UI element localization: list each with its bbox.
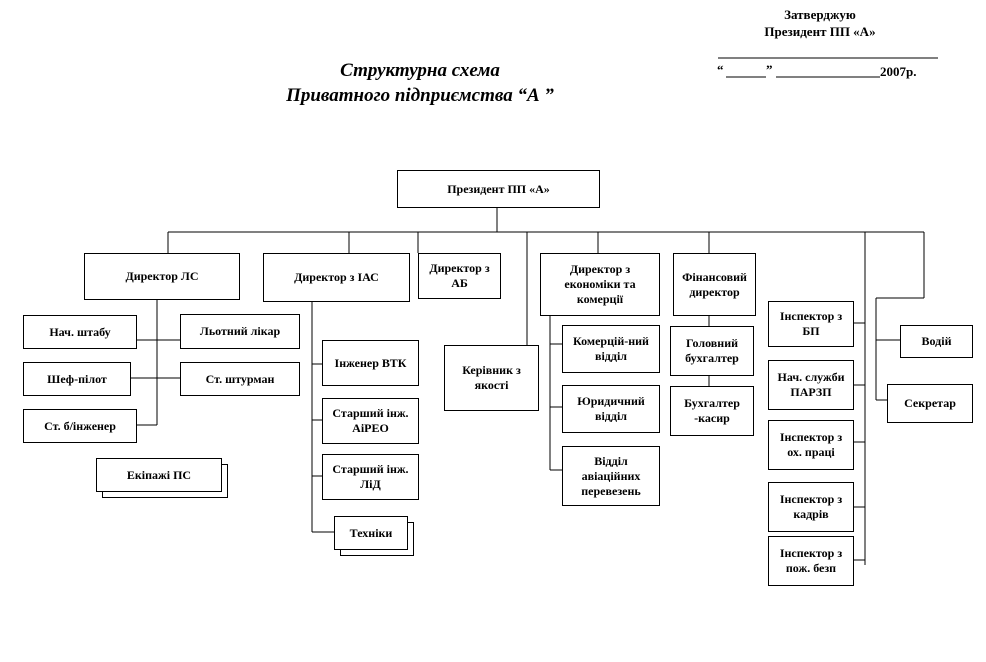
approval-line-position: Президент ПП «А» — [764, 24, 876, 39]
approval-line-approve: Затверджую — [784, 7, 856, 22]
node-dir-fin: Фінансовий директор — [673, 253, 756, 316]
node-nach-parzp: Нач. служби ПАРЗП — [768, 360, 854, 410]
node-nach-shtabu: Нач. штабу — [23, 315, 137, 349]
node-insp-bp: Інспектор з БП — [768, 301, 854, 347]
node-ekipazhi: Екіпажі ПС — [96, 458, 222, 492]
node-dir-econ: Директор з економіки та комерції — [540, 253, 660, 316]
node-insp-okh-pratsi: Інспектор з ох. праці — [768, 420, 854, 470]
node-st-inzh-lid: Старший інж. ЛіД — [322, 454, 419, 500]
node-tekhniky: Техніки — [334, 516, 408, 550]
node-bukh-kasyr: Бухгалтер -касир — [670, 386, 754, 436]
node-dir-ls: Директор ЛС — [84, 253, 240, 300]
diagram-title: Структурна схема Приватного підприємства… — [250, 58, 590, 108]
node-insp-kadriv: Інспектор з кадрів — [768, 482, 854, 532]
diagram-title-line1: Структурна схема — [340, 60, 500, 81]
node-dir-ias: Директор з ІАС — [263, 253, 410, 302]
node-kerivnyk-yakosti: Керівник з якості — [444, 345, 539, 411]
node-yurydychnyi: Юридичний відділ — [562, 385, 660, 433]
node-dir-ab: Директор з АБ — [418, 253, 501, 299]
node-holovnyi-bukh: Головний бухгалтер — [670, 326, 754, 376]
node-komertsiinyi: Комерцій-ний відділ — [562, 325, 660, 373]
node-shef-pilot: Шеф-пілот — [23, 362, 131, 396]
node-st-bi-inzhener: Ст. б/інженер — [23, 409, 137, 443]
diagram-title-line2: Приватного підприємства “А ” — [286, 85, 554, 106]
node-president: Президент ПП «А» — [397, 170, 600, 208]
approval-date-open-quote: “ — [717, 62, 724, 77]
node-insp-pozh-bezp: Інспектор з пож. безп — [768, 536, 854, 586]
node-inzhener-vtk: Інженер ВТК — [322, 340, 419, 386]
node-st-shturman: Ст. штурман — [180, 362, 300, 396]
node-sekretar: Секретар — [887, 384, 973, 423]
node-st-inzh-aireo: Старший інж. АіРЕО — [322, 398, 419, 444]
node-vodii: Водій — [900, 325, 973, 358]
approval-date-year: 2007р. — [880, 64, 917, 79]
node-aviaperevezen: Відділ авіаційних перевезень — [562, 446, 660, 506]
approval-block: Затверджую Президент ПП «А» — [700, 6, 940, 40]
approval-date-close-quote: ” — [766, 62, 773, 77]
node-lotnyi-likar: Льотний лікар — [180, 314, 300, 349]
